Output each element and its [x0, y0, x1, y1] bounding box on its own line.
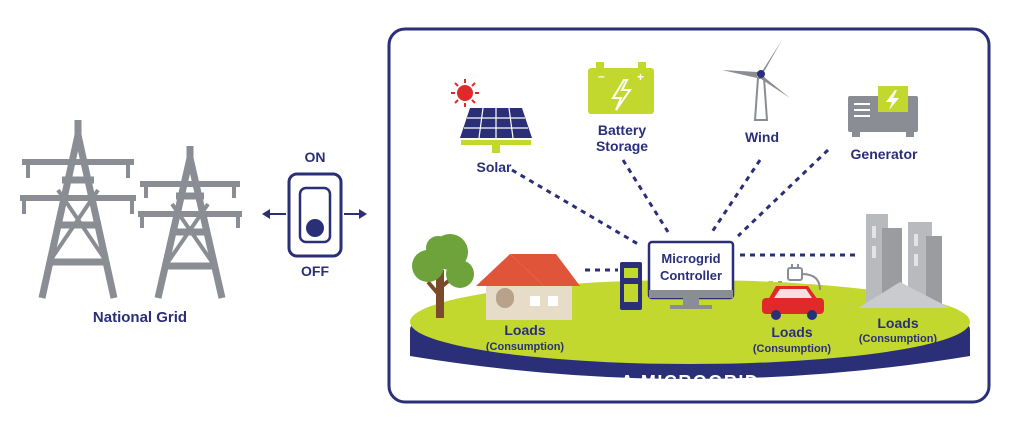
generator-label: Generator [851, 146, 918, 162]
house-loads-subtitle: (Consumption) [486, 341, 565, 353]
charging-station-icon [620, 262, 642, 310]
battery-label-line1: Battery [598, 122, 646, 138]
battery-icon: – + [588, 62, 654, 114]
house-icon [476, 254, 580, 320]
microgrid-title: A MICROGRID [621, 372, 760, 392]
car-loads-subtitle: (Consumption) [753, 343, 832, 355]
bidirectional-arrow-icon [262, 209, 367, 219]
svg-text:–: – [598, 69, 605, 83]
car-loads-title: Loads [771, 324, 812, 340]
electric-car-icon [762, 286, 824, 320]
national-grid-label: National Grid [93, 309, 187, 326]
toggle-switch[interactable] [287, 172, 343, 258]
switch-on-label: ON [305, 149, 326, 165]
plug-icon [787, 264, 821, 291]
battery-label-line2: Storage [596, 138, 648, 154]
svg-text:+: + [637, 70, 644, 84]
controller-label-line2: Controller [660, 268, 722, 283]
building-loads-subtitle: (Consumption) [859, 333, 938, 345]
transmission-tower-icon [20, 120, 136, 299]
house-loads-title: Loads [504, 322, 545, 338]
transmission-tower-icon [138, 146, 242, 299]
generator-icon [848, 86, 918, 137]
switch-off-label: OFF [301, 263, 329, 279]
wind-turbine-icon [722, 40, 790, 121]
solar-label: Solar [476, 159, 512, 175]
wind-label: Wind [745, 129, 779, 145]
building-loads-title: Loads [877, 315, 918, 331]
microgrid-controller [647, 240, 735, 309]
tree-icon [412, 234, 474, 318]
sun-icon [451, 79, 479, 107]
solar-panel-icon [460, 107, 532, 153]
controller-label-line1: Microgrid [661, 251, 720, 266]
buildings-icon [858, 214, 950, 308]
